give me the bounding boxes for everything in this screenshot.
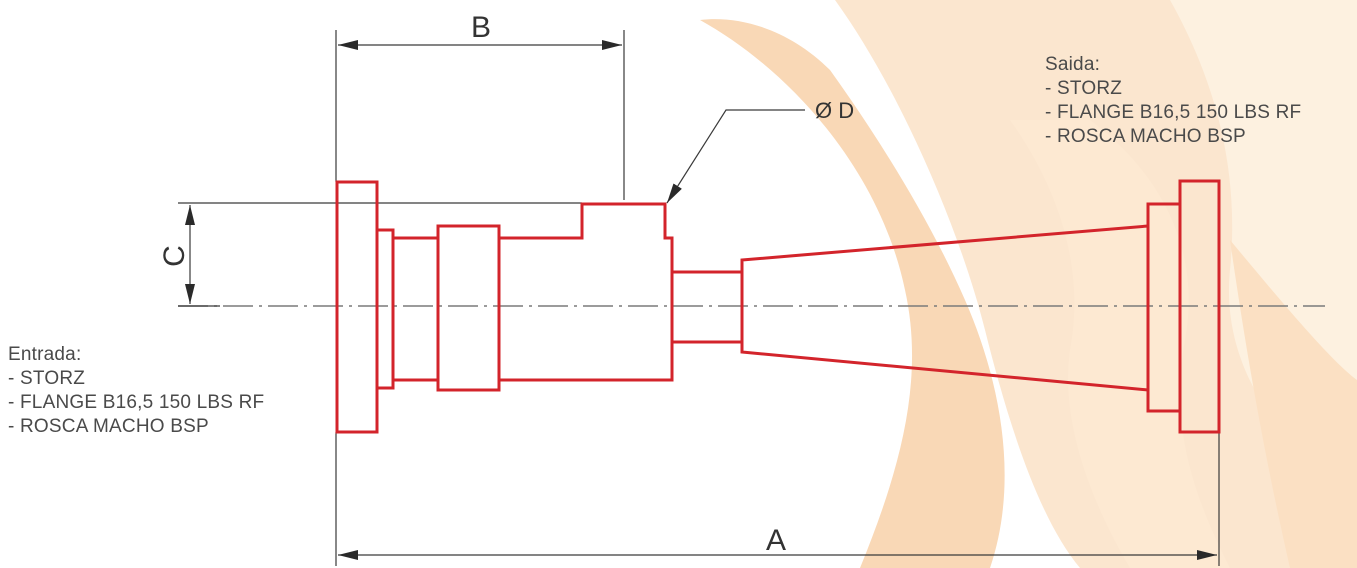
inlet-body-neck [391, 236, 440, 382]
inlet-collar [436, 224, 501, 392]
flame-shape-lower-right [1230, 240, 1357, 568]
flame-shape-left [700, 19, 1005, 568]
leader-line-d [666, 109, 805, 204]
dimension-label-d: Ø D [815, 98, 854, 123]
dimension-lines [178, 30, 1220, 566]
inlet-title: Entrada: [8, 344, 82, 365]
outlet-option-thread: - ROSCA MACHO BSP [1045, 126, 1246, 147]
outlet-title: Saida: [1045, 54, 1101, 75]
throat-pipe [670, 270, 744, 344]
inlet-note: Entrada: - STORZ - FLANGE B16,5 150 LBS … [8, 343, 264, 439]
inlet-flange [335, 180, 379, 434]
dimension-label-a: A [766, 524, 786, 557]
valve-body [497, 202, 674, 382]
outlet-note: Saida: - STORZ - FLANGE B16,5 150 LBS RF… [1045, 53, 1301, 149]
outlet-option-storz: - STORZ [1045, 78, 1123, 99]
part-outline [335, 179, 1221, 434]
dimension-label-b: B [471, 11, 491, 44]
inlet-option-thread: - ROSCA MACHO BSP [8, 416, 209, 437]
inlet-option-storz: - STORZ [8, 368, 86, 389]
inlet-option-flange: - FLANGE B16,5 150 LBS RF [8, 392, 265, 413]
inlet-flange-ring [375, 228, 395, 390]
outlet-flange [1178, 179, 1221, 434]
outlet-option-flange: - FLANGE B16,5 150 LBS RF [1045, 102, 1302, 123]
dimension-label-c: C [158, 245, 191, 267]
